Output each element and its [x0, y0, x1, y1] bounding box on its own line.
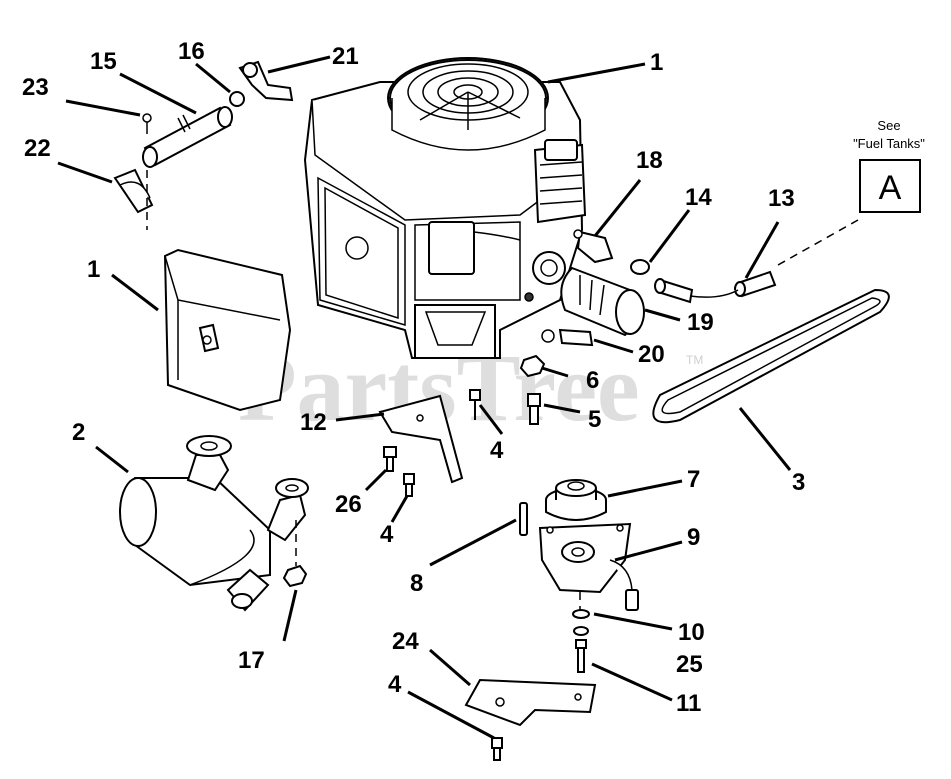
callout-15: 15 — [90, 48, 117, 75]
callout-1-top: 1 — [650, 49, 663, 76]
callout-24: 24 — [392, 628, 419, 655]
callout-5: 5 — [588, 406, 601, 433]
callout-17: 17 — [238, 647, 265, 674]
callout-25: 25 — [676, 651, 703, 678]
engine — [303, 57, 587, 359]
screw-4-bottom — [491, 737, 503, 761]
callout-26: 26 — [335, 491, 362, 518]
air-cleaner-cover — [163, 248, 292, 412]
fuel-pump-filter — [541, 219, 859, 347]
nut-6 — [519, 354, 546, 378]
callout-13: 13 — [768, 185, 795, 212]
callout-12: 12 — [300, 409, 327, 436]
callout-23: 23 — [22, 74, 49, 101]
reference-letter: A — [879, 169, 902, 207]
bracket-24 — [464, 678, 597, 727]
callout-4-middle: 4 — [380, 521, 394, 548]
reference-box — [859, 159, 921, 213]
callout-11: 11 — [676, 690, 701, 717]
drive-belt — [652, 288, 890, 424]
callout-1-left: 1 — [87, 256, 100, 283]
bracket-12 — [378, 394, 464, 484]
screw-26 — [383, 446, 397, 472]
callout-4-bottom: 4 — [388, 671, 402, 698]
callout-6: 6 — [586, 367, 599, 394]
callout-16: 16 — [178, 38, 205, 65]
callout-10: 10 — [678, 619, 705, 646]
reference-see-text: See — [877, 118, 900, 133]
callout-3: 3 — [792, 469, 805, 496]
callout-7: 7 — [687, 466, 700, 493]
callout-9: 9 — [687, 524, 700, 551]
bolt-5 — [527, 393, 541, 425]
muffler — [119, 435, 309, 612]
fuel-tanks-reference: See "Fuel Tanks" A — [853, 118, 925, 213]
callout-8: 8 — [410, 570, 423, 597]
callout-21: 21 — [332, 43, 359, 70]
leader-lines — [57, 55, 792, 740]
washers-10-25 — [572, 609, 590, 636]
callout-19: 19 — [687, 309, 714, 336]
pto-clutch — [538, 479, 639, 611]
key-8 — [519, 502, 528, 536]
reference-target-text: "Fuel Tanks" — [853, 136, 925, 151]
screw-4-middle — [403, 473, 415, 497]
watermark-trademark: TM — [686, 353, 703, 367]
bolt-4-upper — [469, 389, 481, 420]
nut-17 — [282, 520, 308, 588]
callout-18: 18 — [636, 147, 663, 174]
callout-2: 2 — [72, 419, 85, 446]
callout-20: 20 — [638, 341, 665, 368]
fuel-hose-assembly — [113, 60, 294, 230]
callout-4-upper: 4 — [490, 437, 504, 464]
bolt-11 — [575, 639, 587, 673]
callout-22: 22 — [24, 135, 51, 162]
callout-14: 14 — [685, 184, 712, 211]
